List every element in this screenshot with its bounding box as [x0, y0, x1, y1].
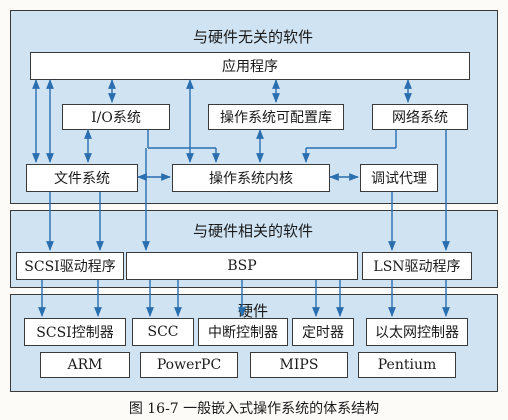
timer-box: 定时器	[292, 318, 354, 346]
network-system-box: 网络系统	[372, 104, 468, 130]
file-system-box: 文件系统	[26, 164, 138, 192]
scsi-driver-box: SCSI驱动程序	[16, 252, 124, 280]
cpu-pentium-box: Pentium	[358, 352, 456, 378]
scsi-controller-box: SCSI控制器	[24, 318, 126, 346]
ethernet-controller-box: 以太网控制器	[366, 318, 468, 346]
bsp-box: BSP	[126, 252, 358, 280]
application-box: 应用程序	[30, 52, 470, 80]
os-kernel-box: 操作系统内核	[172, 164, 330, 192]
cpu-powerpc-box: PowerPC	[140, 352, 238, 378]
hardware-dependent-title: 与硬件相关的软件	[192, 222, 313, 240]
os-config-library-box: 操作系统可配置库	[208, 104, 344, 130]
lsn-driver-box: LSN驱动程序	[362, 252, 472, 280]
interrupt-controller-box: 中断控制器	[198, 318, 288, 346]
debug-agent-box: 调试代理	[360, 164, 438, 192]
cpu-arm-box: ARM	[40, 352, 130, 378]
hardware-independent-title: 与硬件无关的软件	[192, 28, 313, 46]
io-system-box: I/O系统	[62, 104, 170, 130]
scc-box: SCC	[132, 318, 194, 346]
figure-caption: 图 16-7 一般嵌入式操作系统的体系结构	[128, 401, 380, 417]
cpu-mips-box: MIPS	[250, 352, 348, 378]
